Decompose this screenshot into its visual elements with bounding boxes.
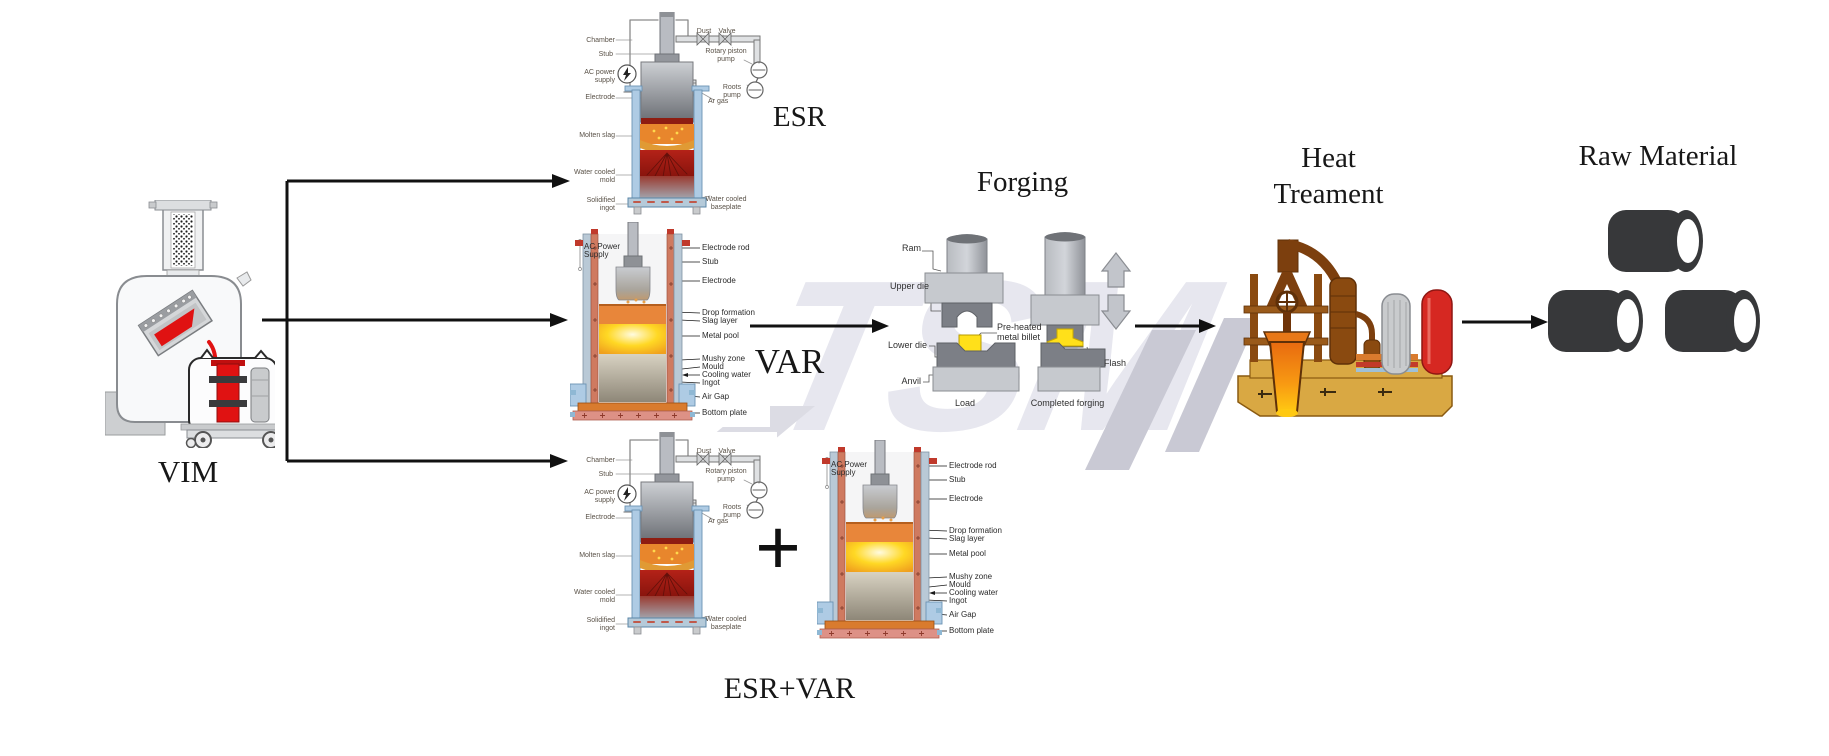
var-label-ac-power: AC Power Supply (584, 242, 621, 260)
esr-label-ar-gas: Ar gas (708, 98, 729, 105)
var-label-ac-power: AC Power Supply (831, 460, 868, 478)
forging-label-completed: Completed forging (1030, 398, 1105, 408)
var-label-stub: Stub (949, 475, 966, 484)
var-label-drop-formation: Drop formation (702, 308, 755, 317)
plus-sign: + (755, 503, 801, 591)
heat-treatment-title: Heat Treament (1256, 140, 1401, 212)
forging-label-flash: Flash (1104, 358, 1127, 368)
esr-label-dust: Dust (696, 28, 712, 35)
esr-label-roots-pump: Roots pump (722, 504, 742, 519)
esr-label-ac-power: AC power supply (584, 69, 615, 84)
var-label-mould: Mould (702, 362, 724, 371)
var-label-electrode-rod: Electrode rod (949, 461, 997, 470)
esr-label-chamber: Chamber (586, 457, 615, 464)
heat-treatment-title-line1: Heat (1301, 142, 1356, 174)
billet-bottom-right (1665, 290, 1760, 352)
var-label-air-gap: Air Gap (949, 610, 977, 619)
heat-treatment-diagram (1230, 214, 1460, 426)
esr-label-solidified-ingot: Solidified ingot (586, 197, 615, 212)
forging-diagram: Ram Upper die Pre-heated metal billet Lo… (875, 225, 1215, 425)
esr-label-baseplate: Water cooled baseplate (705, 196, 747, 211)
esr-label-baseplate: Water cooled baseplate (705, 616, 747, 631)
var-label-mushy-zone: Mushy zone (949, 572, 993, 581)
esr-label-roots-pump: Roots pump (722, 84, 742, 99)
esr-var-title: ESR+VAR (723, 672, 856, 705)
var-label-ingot: Ingot (949, 596, 967, 605)
heat-treatment-illustration (1237, 239, 1453, 417)
forging-illustration (922, 232, 1132, 392)
billet-top (1608, 210, 1703, 272)
var-label-ingot: Ingot (702, 378, 720, 387)
esr-label-ac-power: AC power supply (584, 489, 615, 504)
raw-material-title: Raw Material (1578, 140, 1738, 172)
esr-label-stub: Stub (598, 471, 613, 478)
esr-label-dust: Dust (696, 448, 712, 455)
esr-label-valve: Valve (718, 448, 736, 455)
vim-illustration (105, 200, 275, 448)
var-diagram: AC Power Supply Electrode rod Stub Elect… (570, 222, 770, 427)
forging-label-anvil: Anvil (901, 376, 921, 386)
var-label-bottom-plate: Bottom plate (949, 626, 994, 635)
esr-var-esr-diagram: Chamber Stub AC power supply Electrode M… (482, 432, 777, 642)
var-label-stub: Stub (702, 257, 719, 266)
esr-label-electrode: Electrode (585, 514, 615, 521)
var-label-electrode: Electrode (702, 276, 736, 285)
esr-label-chamber: Chamber (586, 37, 615, 44)
raw-material-diagram (1542, 198, 1782, 363)
forging-label-ram: Ram (901, 243, 921, 253)
forging-label-preheated-billet: Pre-heated metal billet (997, 322, 1042, 342)
raw-material-illustration (1548, 210, 1760, 352)
esr-label-valve: Valve (718, 28, 736, 35)
heat-treatment-title-line2: Treament (1273, 178, 1384, 210)
var-label-electrode: Electrode (949, 494, 983, 503)
esr-label-water-cooled-mold: Water cooled mold (574, 589, 615, 604)
var-label-slag-layer: Slag layer (702, 316, 738, 325)
forging-label-lower-die: Lower die (887, 340, 927, 350)
forging-label-upper-die: Upper die (889, 281, 929, 291)
var-label-cooling-water: Cooling water (702, 370, 751, 379)
esr-label-water-cooled-mold: Water cooled mold (574, 169, 615, 184)
var-label-mushy-zone: Mushy zone (702, 354, 746, 363)
esr-label-ar-gas: Ar gas (708, 518, 729, 525)
esr-label-solidified-ingot: Solidified ingot (586, 617, 615, 632)
forging-title: Forging (976, 166, 1069, 198)
var-label-cooling-water: Cooling water (949, 588, 998, 597)
esr-title: ESR (772, 101, 827, 133)
billet-bottom-left (1548, 290, 1643, 352)
var-label-drop-formation: Drop formation (949, 526, 1002, 535)
var-label-air-gap: Air Gap (702, 392, 730, 401)
var-label-slag-layer: Slag layer (949, 534, 985, 543)
esr-label-molten-slag: Molten slag (579, 132, 615, 139)
var-label-bottom-plate: Bottom plate (702, 408, 747, 417)
esr-illustration (615, 12, 768, 215)
var-label-metal-pool: Metal pool (702, 331, 739, 340)
esr-label-stub: Stub (598, 51, 613, 58)
esr-illustration (615, 432, 768, 635)
var-label-electrode-rod: Electrode rod (702, 243, 750, 252)
esr-label-rotary-pump: Rotary piston pump (705, 48, 747, 63)
esr-label-rotary-pump: Rotary piston pump (705, 468, 747, 483)
vim-label: VIM (157, 454, 219, 489)
esr-diagram: Chamber Stub AC power supply Electrode M… (482, 12, 777, 222)
var-label-mould: Mould (949, 580, 971, 589)
esr-label-molten-slag: Molten slag (579, 552, 615, 559)
forging-label-load: Load (954, 398, 976, 408)
esr-label-electrode: Electrode (585, 94, 615, 101)
var-label-metal-pool: Metal pool (949, 549, 986, 558)
esr-var-var-diagram: AC Power Supply Electrode rod Stub Elect… (817, 440, 1017, 645)
vim-diagram (105, 200, 275, 448)
var-title: VAR (754, 342, 825, 381)
